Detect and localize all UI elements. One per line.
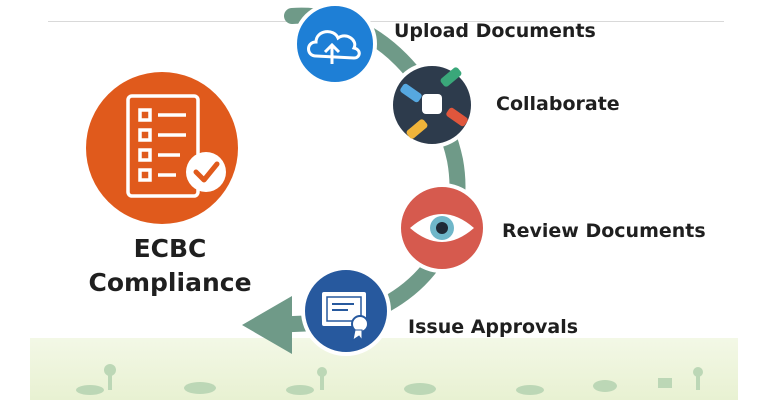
step-label-upload: Upload Documents (394, 20, 596, 42)
step-review (397, 183, 487, 273)
ground-decorations (76, 364, 703, 395)
flow-arrow-head (242, 296, 292, 354)
hands-teamwork-icon (400, 67, 468, 139)
step-collaborate (389, 62, 475, 148)
eye-icon (410, 214, 474, 242)
step-label-review: Review Documents (502, 220, 706, 242)
step-label-collaborate: Collaborate (496, 93, 620, 115)
step-approvals (301, 266, 391, 356)
checkmark-icon (193, 161, 220, 183)
title-line-2: Compliance (88, 268, 252, 297)
check-circle (186, 152, 226, 192)
diagram-title: ECBC Compliance (70, 232, 270, 300)
step-label-approvals: Issue Approvals (408, 316, 579, 338)
certificate-icon (322, 292, 369, 342)
checklist-badge (86, 72, 238, 224)
step-upload (293, 2, 377, 86)
top-divider (48, 21, 724, 22)
cloud-upload-icon (307, 30, 361, 64)
checklist-icon (126, 94, 200, 198)
title-line-1: ECBC (133, 234, 207, 263)
ground-strip (30, 338, 738, 400)
